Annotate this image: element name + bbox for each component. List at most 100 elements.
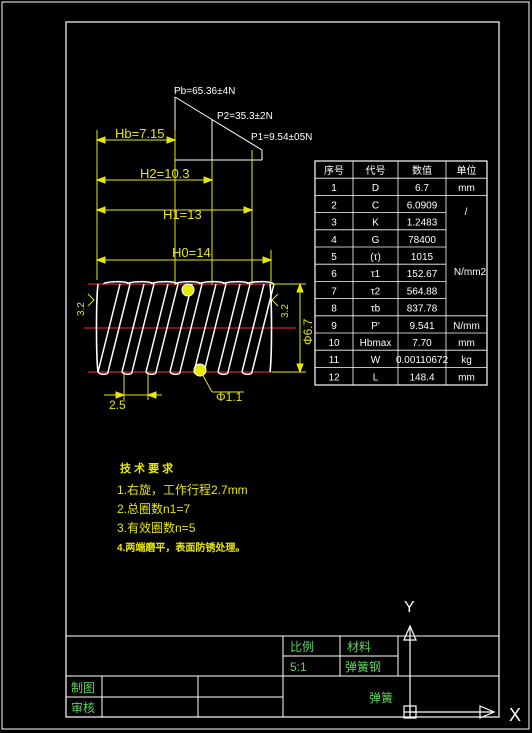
spring-coil-front <box>227 283 251 373</box>
table-cell: N/mm <box>453 321 480 332</box>
table-cell: P' <box>371 321 380 332</box>
spring-coil-front <box>107 283 131 373</box>
table-cell: 9.541 <box>409 321 434 332</box>
requirements-title: 技 术 要 求 <box>120 461 174 475</box>
wire-leader-line <box>199 369 213 393</box>
table-cell: 9 <box>331 321 337 332</box>
roughness-left-symbol <box>87 293 95 307</box>
table-cell: 837.78 <box>407 304 438 315</box>
roughness-right-label: 3.2 <box>280 304 291 318</box>
spring-coil-front <box>97 283 121 373</box>
outer-diameter-label: Φ6.7 <box>301 318 315 345</box>
spring-coil-front <box>145 283 169 373</box>
spring-coil-front <box>203 283 227 373</box>
table-cell: K <box>372 218 379 229</box>
material-value: 弹簧钢 <box>345 659 381 674</box>
spring-coil-bottom-arc <box>145 371 157 375</box>
spring-coil-bottom-arc <box>169 371 181 375</box>
unit-stress-merged: N/mm2 <box>454 267 487 278</box>
roughness-right-symbol <box>271 293 279 307</box>
dim-h2-label: H2=10.3 <box>140 166 190 181</box>
table-cell: 78400 <box>408 235 436 246</box>
ucs-x-label: X <box>509 705 521 725</box>
spring-coil-front <box>193 283 217 373</box>
wire-dia-leader <box>199 369 244 393</box>
spring-end-left <box>95 283 99 373</box>
arrow-h1-right <box>243 206 254 214</box>
requirement-item-4: 4.两端磨平，表面防锈处理。 <box>117 541 245 554</box>
load-p2-label: P2=35.3±2N <box>217 111 273 122</box>
table-border <box>314 160 488 386</box>
table-cell: 3 <box>331 218 337 229</box>
table-cell: 10 <box>328 338 340 349</box>
table-cell: 6 <box>331 269 337 280</box>
table-cell: 序号 <box>324 164 344 177</box>
drawn-by-label: 制图 <box>71 681 95 695</box>
table-cell: L <box>373 372 379 383</box>
pitch-arrow-right <box>146 391 157 399</box>
table-cell: (τ) <box>370 252 381 263</box>
dim-h1-label: H1=13 <box>163 207 202 222</box>
spring-coil-front <box>131 283 155 373</box>
table-cell: 148.4 <box>409 372 434 383</box>
arrow-h0-right <box>262 256 273 264</box>
arrow-hb-left <box>95 136 106 144</box>
spring-coil-front <box>241 283 265 373</box>
dim-h0-label: H0=14 <box>172 245 211 260</box>
spring-drawing <box>84 280 296 377</box>
load-p1-label: P1=9.54±05N <box>251 132 312 143</box>
table-cell: 单位 <box>457 164 477 177</box>
arrow-h1-left <box>95 206 106 214</box>
table-cell: 11 <box>329 355 340 366</box>
roughness-symbols <box>87 293 279 307</box>
table-cell: 564.88 <box>407 286 438 297</box>
height-dimensions <box>95 130 273 285</box>
requirement-item-1: 1.右旋，工作行程2.7mm <box>117 482 248 497</box>
spring-coil-bottom-arc <box>217 371 229 375</box>
ucs-x-arrow <box>479 705 496 719</box>
pitch-label: 2.5 <box>109 398 126 412</box>
table-cell: 7.70 <box>412 338 432 349</box>
scale-label: 比例 <box>290 640 314 654</box>
dia-arrow-top <box>296 282 304 293</box>
table-cell: mm <box>458 372 475 383</box>
table-cell: G <box>372 235 380 246</box>
spring-coil-front <box>155 283 179 373</box>
table-cell: D <box>372 183 379 194</box>
table-cell: 6.0909 <box>407 200 438 211</box>
title-block <box>66 635 499 717</box>
spring-coil-bottom-arc <box>97 371 109 375</box>
arrow-h2-right <box>203 176 214 184</box>
unit-slash-merged: / <box>465 207 468 218</box>
wire-section-top <box>181 283 195 297</box>
load-diagram <box>174 96 263 161</box>
dia-arrow-bottom <box>296 363 304 374</box>
roughness-left-label: 3.2 <box>76 302 87 316</box>
table-cell: kg <box>461 355 472 366</box>
load-slope-line <box>174 96 263 160</box>
spring-coil-front <box>169 283 193 373</box>
table-cell: 数值 <box>412 164 432 177</box>
table-cell: 2 <box>331 200 337 211</box>
table-cell: W <box>371 355 381 366</box>
table-cell: 12 <box>328 372 340 383</box>
spring-coil-front <box>121 283 145 373</box>
spring-coil-bottom-arc <box>121 371 133 375</box>
arrow-h2-left <box>95 176 106 184</box>
pitch-arrow-left <box>115 391 126 399</box>
table-cell: C <box>372 200 379 211</box>
table-cell: τ2 <box>371 286 381 297</box>
table-cell: 1.2483 <box>407 218 438 229</box>
spring-end-right <box>269 283 273 373</box>
spring-coil-top-arc <box>247 280 275 285</box>
table-cell: 7 <box>331 286 337 297</box>
ucs-y-arrow <box>403 624 417 641</box>
load-pb-label: Pb=65.36±4N <box>174 86 235 97</box>
table-cell: τb <box>371 304 381 315</box>
pitch-dimension <box>104 372 162 400</box>
spring-coil-front <box>217 283 241 373</box>
wire-diameter-label: Φ1.1 <box>216 390 243 404</box>
table-cell: 8 <box>331 304 337 315</box>
